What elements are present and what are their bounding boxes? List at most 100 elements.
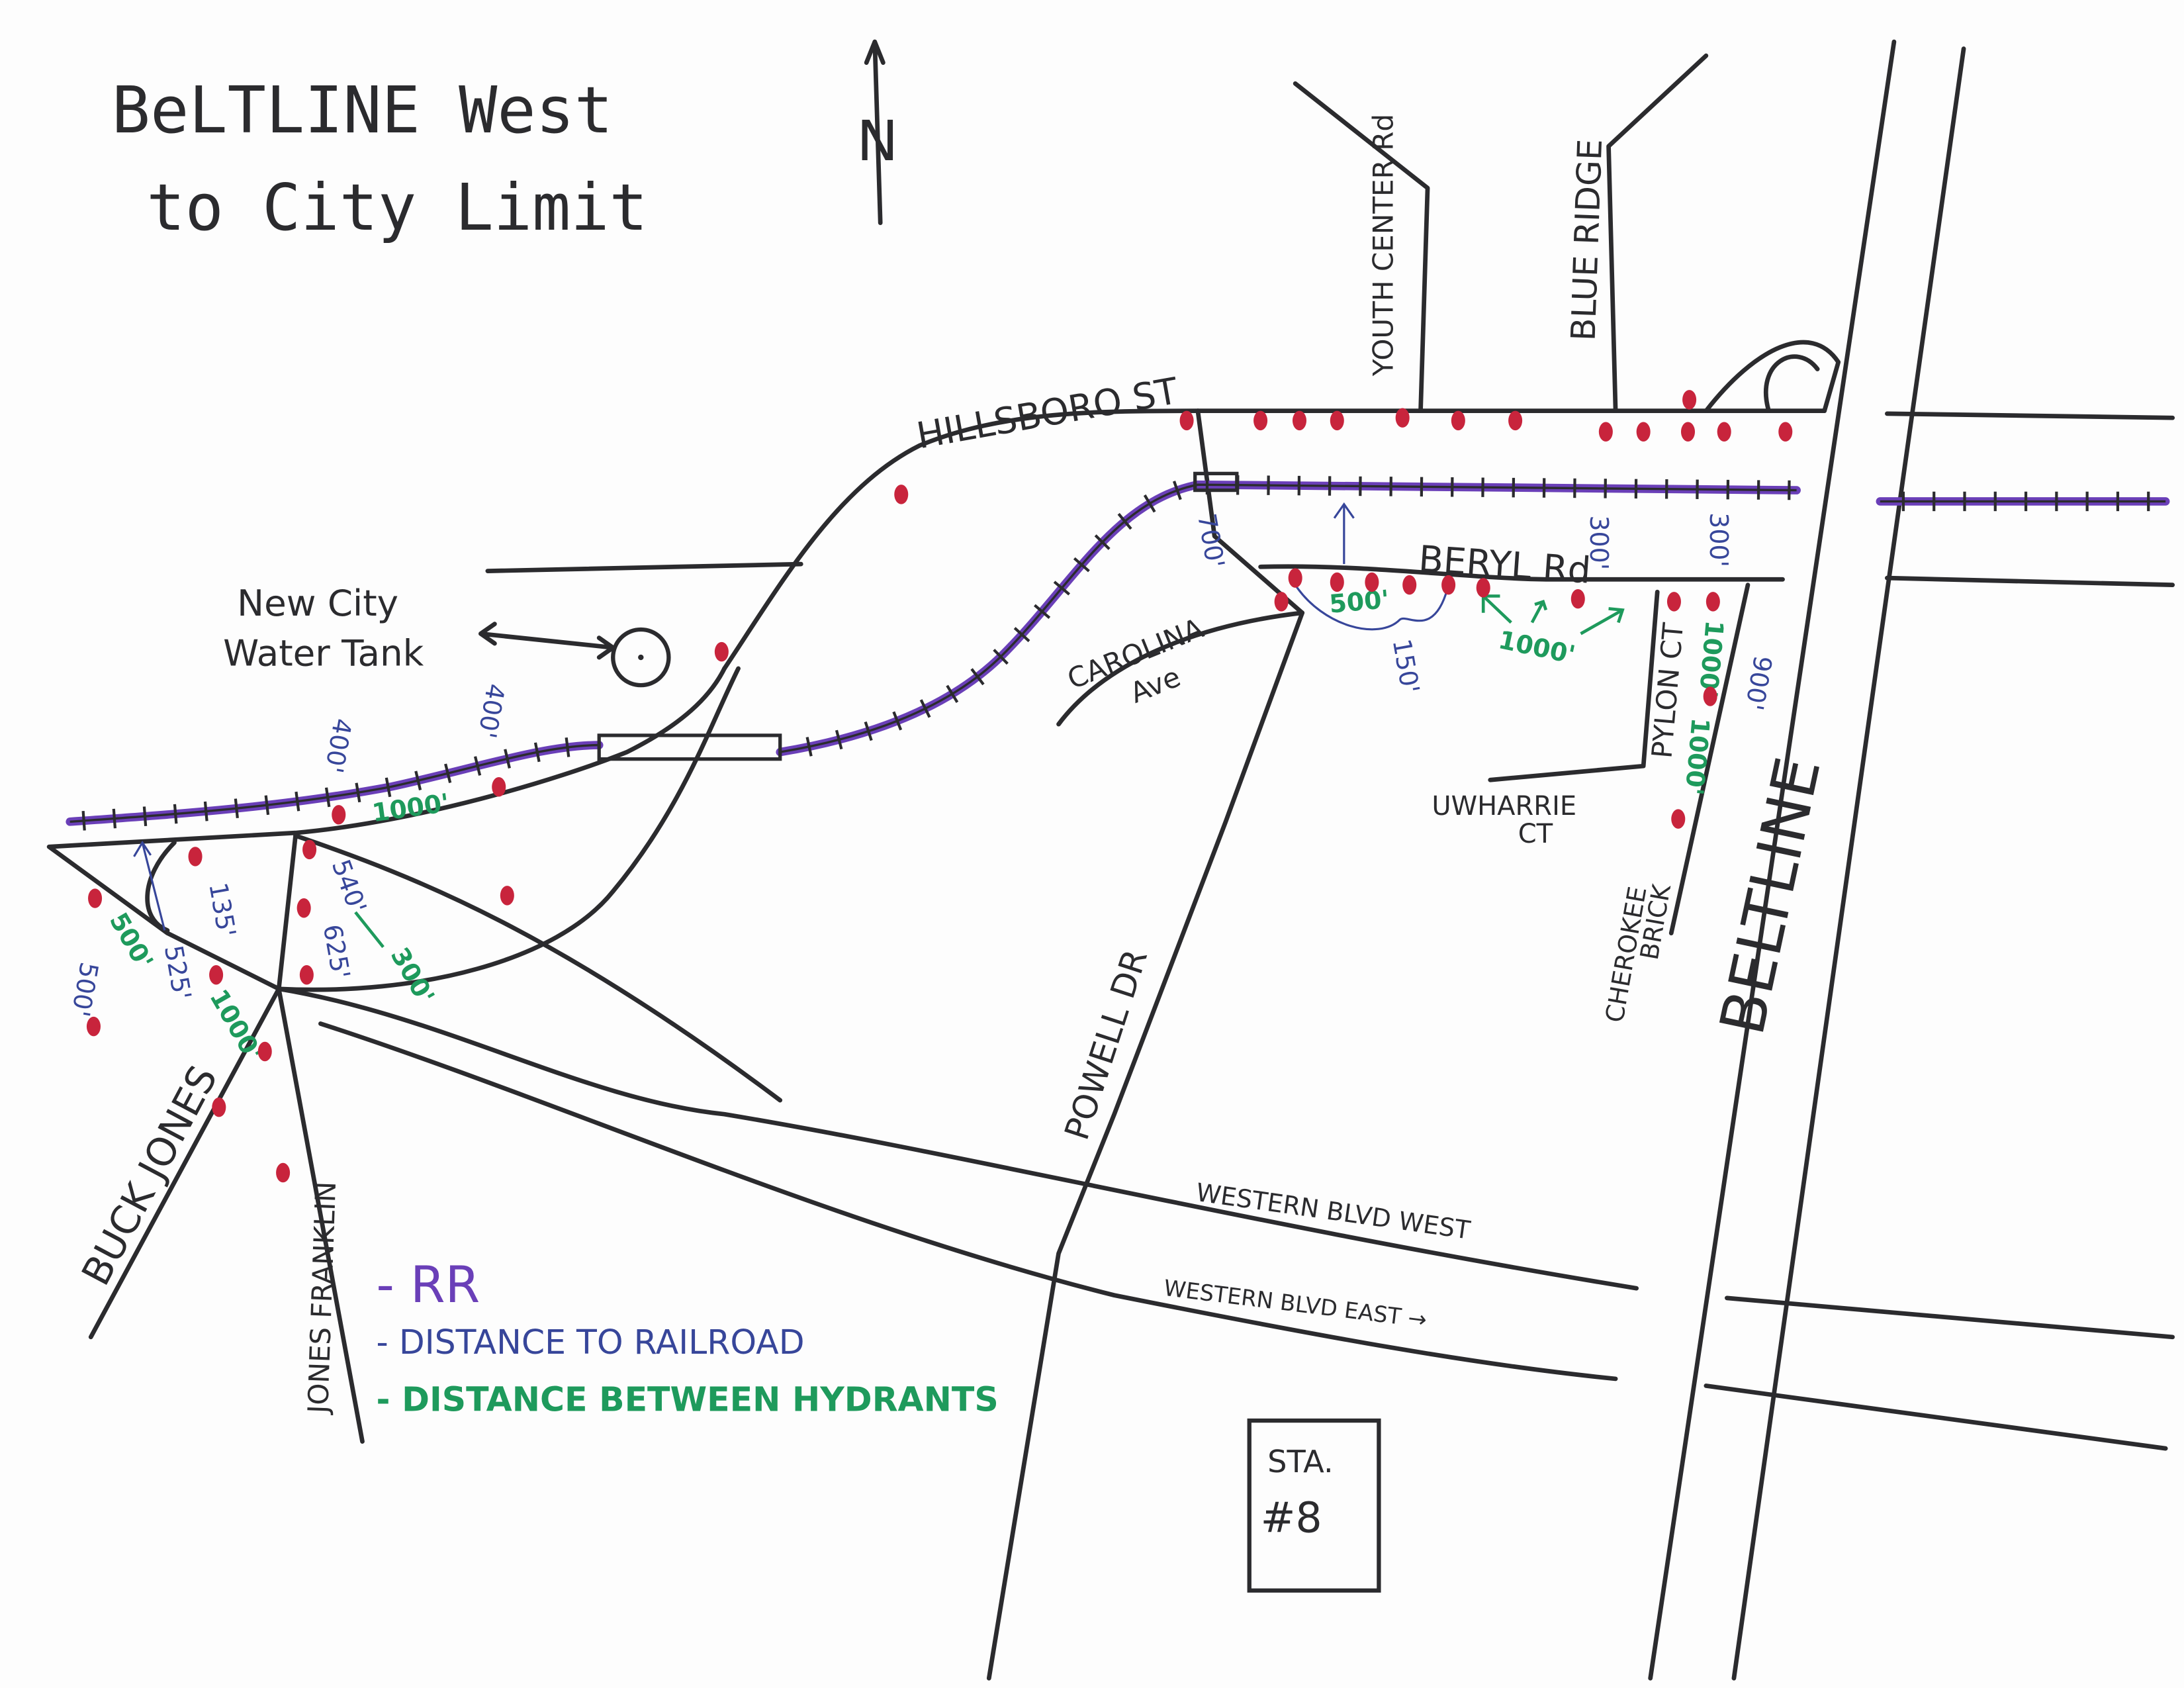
hydrant-marker [302,839,317,860]
hydrant-marker [1636,422,1651,442]
hydrant-marker [212,1097,226,1117]
hydrant-marker [296,898,311,918]
legend-hydrant-distance: - DISTANCE BETWEEN HYDRANTS [377,1380,999,1419]
left-roads [46,666,727,992]
hydrant-marker [1402,575,1417,595]
railroad-tie [533,742,541,763]
railroad [66,471,2170,831]
label-beltline: BELTLINE [1706,751,1835,1041]
hydrant-marker [1288,568,1302,588]
cherokee-brick [1668,583,1751,936]
hydrant-marker [1179,410,1194,431]
water-tank: New City Water Tank [223,582,671,688]
distances-to-railroad: 700' 300' 300' 150' 900' 400' 400' 135' … [66,502,1778,1019]
powell-dr [986,610,1305,1681]
rail-distance: 625' [318,922,356,981]
hydrant-marker [1451,410,1465,431]
rail-distance: 400' [473,681,511,740]
railroad-tie [473,756,482,776]
hydrant-distance: 300' [385,943,440,1009]
legend-rail-distance: - DISTANCE TO RAILROAD [377,1323,805,1362]
railroad-tie [112,808,117,829]
rail-distance: 300' [1704,512,1733,567]
hydrant-marker [1365,572,1379,592]
western-blvd-west [276,986,2175,1340]
title-line-1: BeLTLINE West [112,73,613,148]
buck-jones [88,986,281,1340]
rail-distance: 400' [319,716,357,775]
map-title: BeLTLINE West to City Limit [112,73,648,245]
rail-distance: 525' [159,943,197,1002]
railroad-tie [81,811,86,831]
railroad-bridge [597,733,782,761]
hydrant-marker [1680,422,1696,442]
railroad-tie [355,782,361,803]
station-label: STA. [1267,1444,1334,1479]
beryl-rd [1258,564,2175,588]
railroad-tie [385,777,392,798]
hillsboro-st [1195,408,2175,420]
rail-distance: 700' [1192,511,1230,570]
blue-ridge [1606,53,1709,414]
label-buck-jones: BUCK JONES [73,1058,226,1293]
rail-distance: 900' [1739,653,1778,712]
railroad-tie [1013,627,1030,643]
hydrant-marker [1441,575,1456,595]
beltline-ramp [1704,340,1841,414]
hydrant-marker [1682,390,1697,410]
hydrant-marker [1395,408,1410,428]
railroad-tie [504,749,511,769]
hydrant-marker [894,485,909,504]
hydrant-marker [1703,686,1717,706]
railroad-tie [892,711,903,731]
hillsboro-to-powell [1195,408,1305,616]
railroad-tie [1073,557,1090,573]
railroad-tie [1053,581,1070,596]
rail-distance: 540' [326,855,373,917]
railroad-tie [173,804,178,824]
hydrant-marker [1717,422,1731,442]
legend-rr: - RR [377,1256,480,1314]
water-tank-label-1: New City [237,582,398,624]
label-western-east: WESTERN BLVD EAST → [1162,1275,1428,1333]
hydrant-marker [714,641,729,662]
hydrant-marker [209,965,224,985]
hydrant-marker [1253,410,1268,431]
railroad-tie [295,791,300,812]
railroad-tie [565,737,570,757]
hydrant-marker [1330,410,1344,431]
hydrant-marker [86,1016,101,1037]
roads [46,39,2175,1681]
rail-distance: 150' [1387,637,1426,696]
water-tank-icon [611,627,671,688]
label-youth-center: YOUTH CENTER Rd [1367,114,1399,377]
western-blvd-east [318,1021,2168,1451]
hydrant-marker [1671,809,1686,829]
side-road [485,561,803,573]
railroad-tie [1143,494,1156,513]
label-uwharrie-ct: CT [1518,819,1553,849]
pylon-ct [1488,589,1660,782]
hydrant-marker [1778,422,1793,442]
rail-distance: 300' [1584,515,1614,570]
north-arrow-icon: N [856,39,898,225]
railroad-tie [835,729,843,750]
railroad-tie [444,763,452,784]
hydrant-marker [1570,588,1585,609]
legend: - RR - DISTANCE TO RAILROAD - DISTANCE B… [377,1256,999,1419]
station-number: #8 [1261,1493,1322,1542]
railroad-tie [203,801,208,821]
hydrant-marker [257,1041,272,1062]
rail-distance: 135' [203,880,242,939]
hydrant-marker [500,886,514,906]
hydrants [86,390,1793,1183]
hydrant-marker [1666,592,1681,612]
hydrant-marker [492,777,506,797]
label-jones-franklin: JONES FRANKLIN [302,1181,342,1416]
railroad-tie [264,795,270,816]
hydrant-marker [1292,410,1307,431]
hydrant-marker [1330,572,1344,592]
hydrant-marker [299,965,314,985]
hydrant-marker [1598,422,1613,442]
